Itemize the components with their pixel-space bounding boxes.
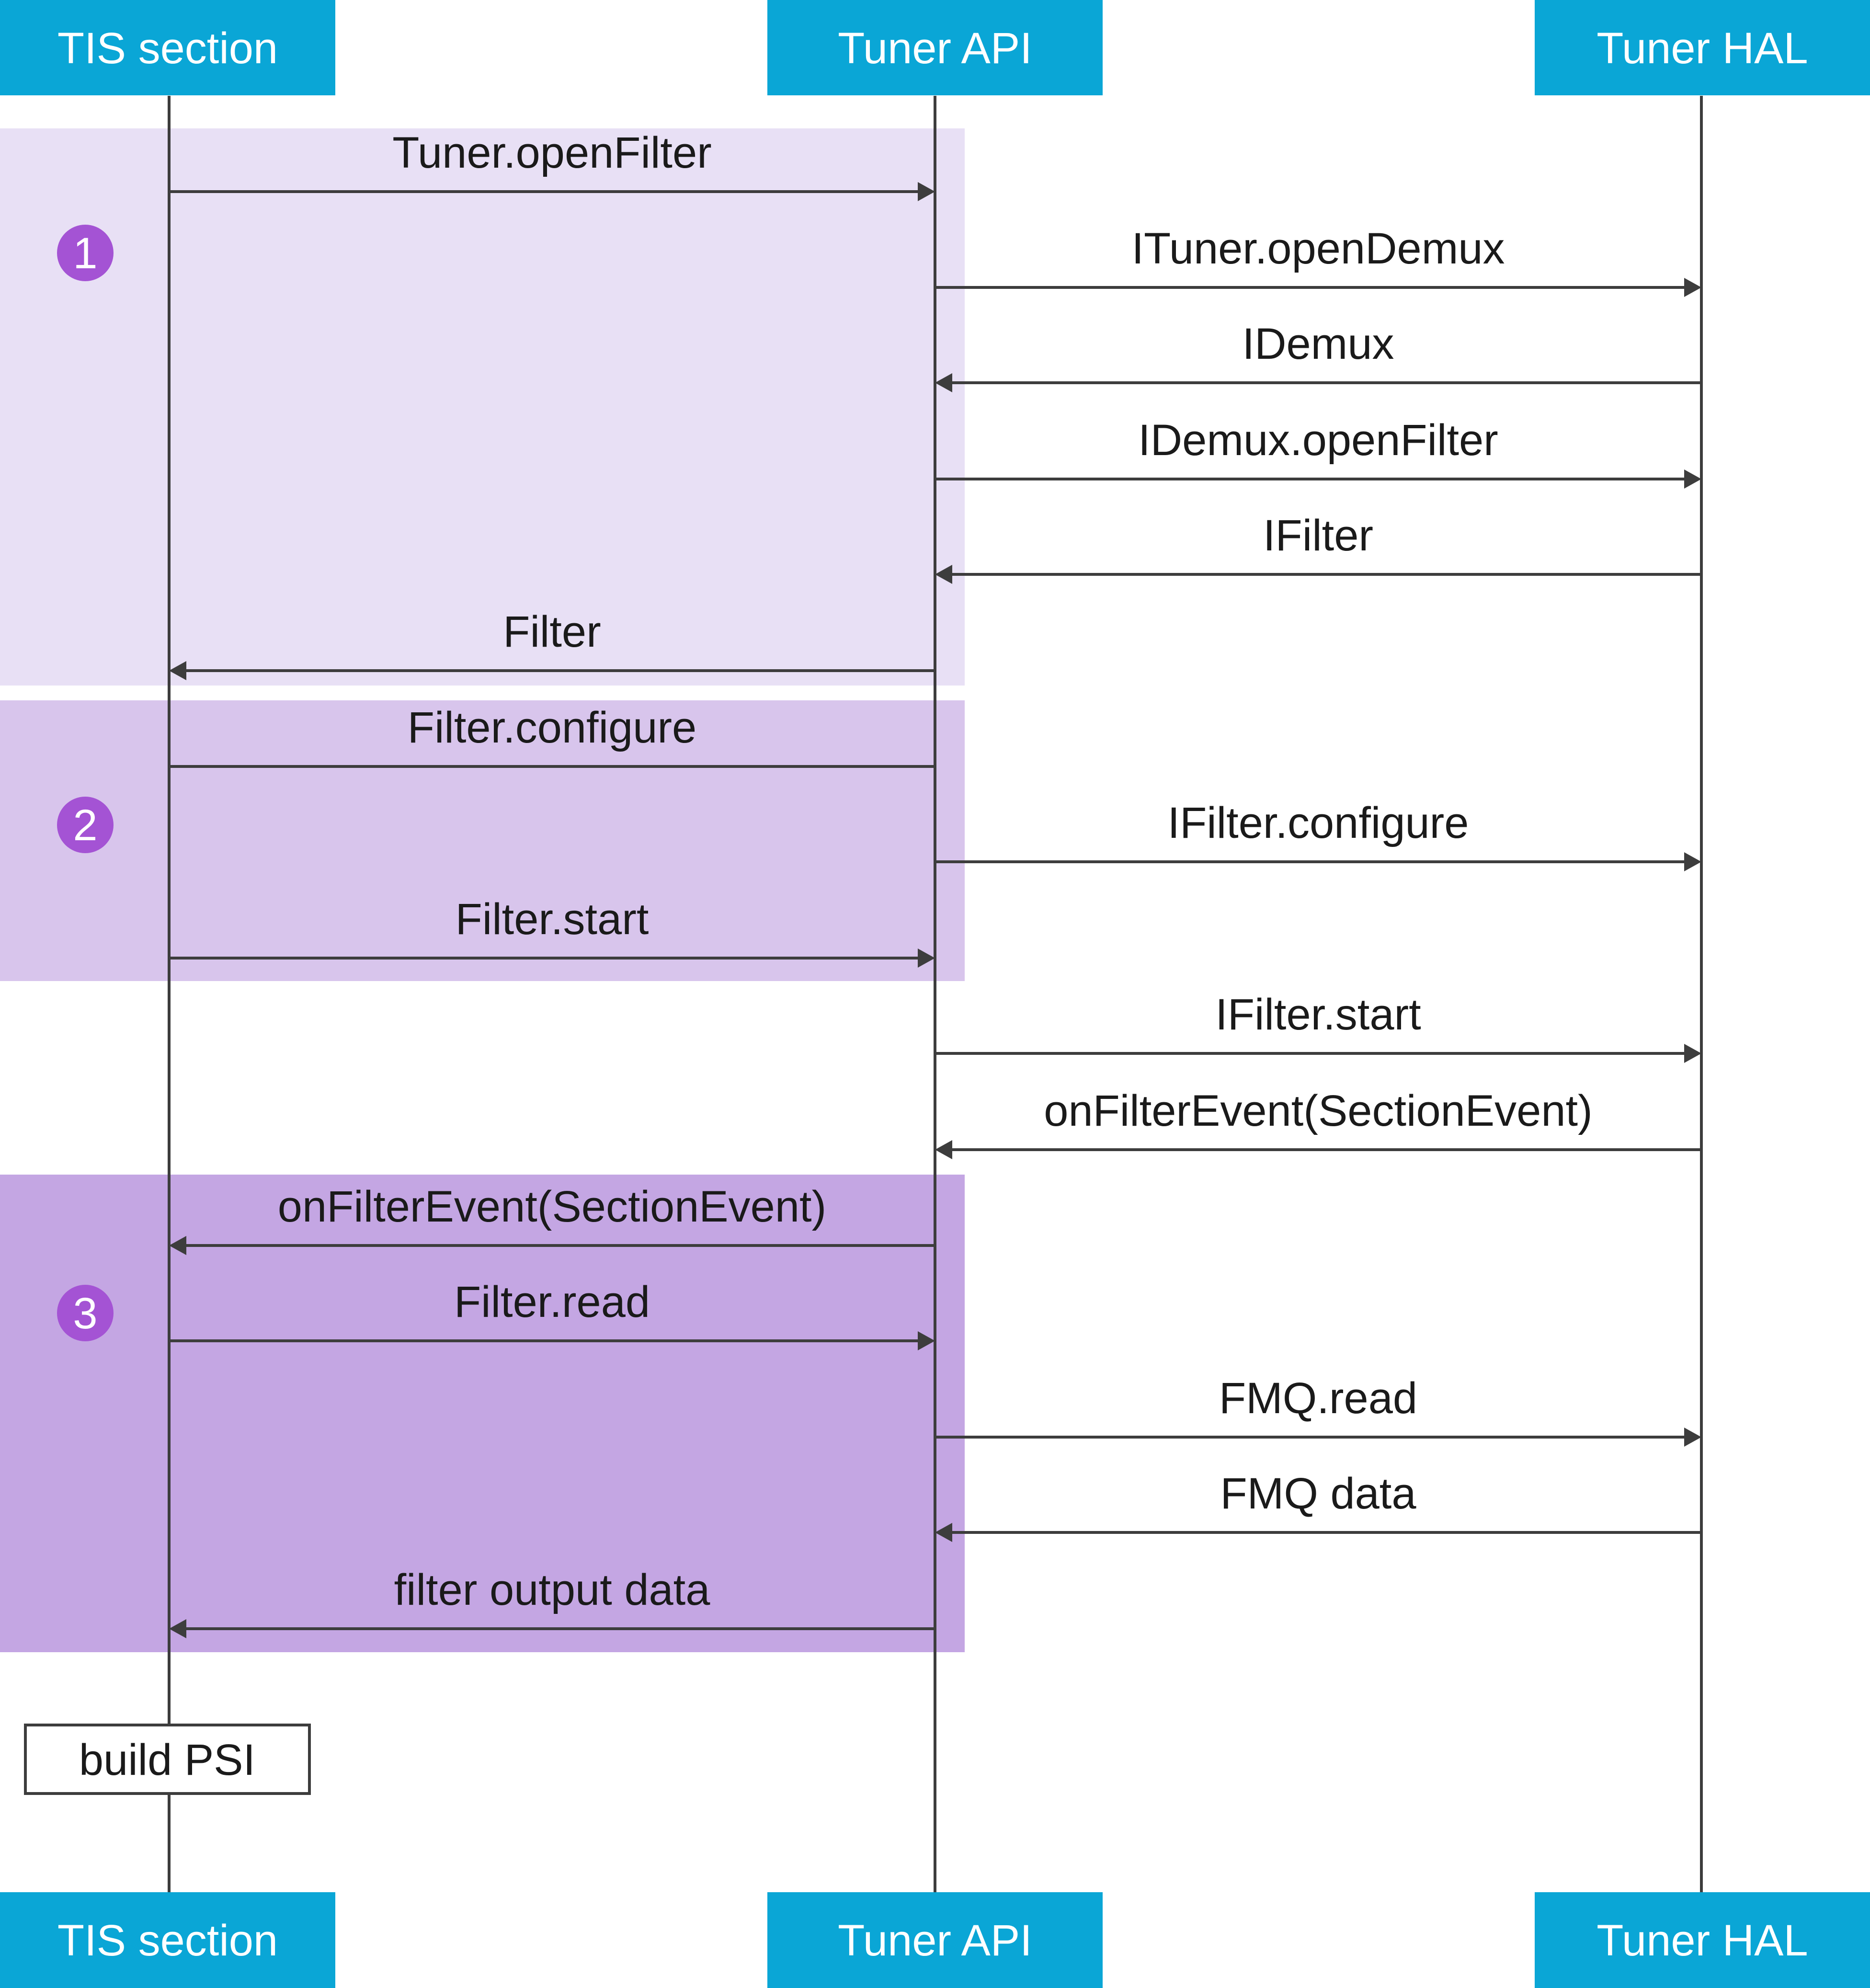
message-6: Filter: [169, 607, 935, 680]
group-background: [0, 1175, 965, 1652]
arrowhead: [1684, 469, 1701, 489]
message-2: ITuner.openDemux: [935, 224, 1701, 297]
message-layer: Tuner.openFilterITuner.openDemuxIDemuxID…: [169, 128, 1701, 1638]
message-label: Filter.configure: [408, 703, 696, 752]
participant-label: Tuner HAL: [1596, 24, 1808, 73]
message-14: FMQ.read: [935, 1374, 1701, 1447]
participant-box: [767, 0, 1103, 95]
message-8: IFilter.configure: [935, 799, 1701, 871]
message-label: filter output data: [394, 1565, 711, 1614]
participant-footer-tis-section: TIS section: [0, 1892, 335, 1988]
message-9: Filter.start: [169, 895, 935, 968]
arrowhead: [935, 1140, 952, 1159]
participant-label: TIS section: [57, 24, 278, 73]
message-label: Filter.read: [454, 1278, 650, 1326]
arrowhead: [935, 373, 952, 392]
message-label: IDemux.openFilter: [1138, 416, 1498, 465]
arrowhead: [169, 1619, 186, 1638]
message-label: onFilterEvent(SectionEvent): [1044, 1086, 1592, 1135]
arrowhead: [918, 182, 935, 201]
participant-box: [1535, 0, 1870, 95]
message-1: Tuner.openFilter: [169, 128, 935, 201]
note-label: build PSI: [79, 1736, 255, 1784]
group-2: 2: [0, 700, 965, 981]
message-7: Filter.configure: [169, 703, 935, 768]
message-15: FMQ data: [935, 1469, 1701, 1542]
message-label: Filter.start: [456, 895, 649, 944]
note-build-psi: build PSI: [24, 1724, 311, 1795]
participant-header-tis-section: TIS section: [0, 0, 335, 95]
message-3: IDemux: [935, 320, 1701, 392]
arrowhead: [169, 661, 186, 680]
participant-label: TIS section: [57, 1916, 278, 1965]
arrowhead: [1684, 852, 1701, 871]
arrowhead: [918, 948, 935, 968]
message-label: ITuner.openDemux: [1131, 224, 1505, 273]
step-badge-circle: [57, 797, 114, 853]
message-label: FMQ.read: [1219, 1374, 1417, 1423]
message-5: IFilter: [935, 511, 1701, 584]
message-12: onFilterEvent(SectionEvent): [169, 1182, 935, 1255]
participant-footer-tuner-api: Tuner API: [767, 1892, 1103, 1988]
message-4: IDemux.openFilter: [935, 416, 1701, 489]
message-label: Filter: [503, 607, 601, 656]
arrowhead: [935, 565, 952, 584]
participant-box: [0, 1892, 335, 1988]
group-background: [0, 700, 965, 981]
message-label: Tuner.openFilter: [392, 128, 712, 177]
message-label: IFilter.configure: [1168, 799, 1469, 847]
arrowhead: [169, 1236, 186, 1255]
message-11: onFilterEvent(SectionEvent): [935, 1086, 1701, 1159]
participant-header-tuner-api: Tuner API: [767, 0, 1103, 95]
participant-header-tuner-hal: Tuner HAL: [1535, 0, 1870, 95]
arrowhead: [1684, 1428, 1701, 1447]
participant-label: Tuner API: [838, 24, 1032, 73]
message-label: IDemux: [1243, 320, 1394, 368]
participant-label: Tuner HAL: [1596, 1916, 1808, 1965]
participant-footer-tuner-hal: Tuner HAL: [1535, 1892, 1870, 1988]
message-16: filter output data: [169, 1565, 935, 1638]
message-10: IFilter.start: [935, 990, 1701, 1063]
participant-box: [1535, 1892, 1870, 1988]
message-label: IFilter.start: [1215, 990, 1421, 1039]
arrowhead: [1684, 278, 1701, 297]
arrowhead: [1684, 1044, 1701, 1063]
group-3: 3: [0, 1175, 965, 1652]
group-layer: 1 2 3: [0, 128, 965, 1652]
arrowhead: [918, 1331, 935, 1350]
participant-box: [0, 0, 335, 95]
participant-box: [767, 1892, 1103, 1988]
step-badge-circle: [57, 225, 114, 281]
step-badge-circle: [57, 1285, 114, 1341]
message-13: Filter.read: [169, 1278, 935, 1350]
group-background: [0, 128, 965, 686]
participant-label: Tuner API: [838, 1916, 1032, 1965]
group-1: 1: [0, 128, 965, 686]
arrowhead: [935, 1523, 952, 1542]
step-badge-number: 2: [73, 801, 97, 850]
message-label: IFilter: [1263, 511, 1373, 560]
message-label: onFilterEvent(SectionEvent): [278, 1182, 826, 1231]
message-label: FMQ data: [1220, 1469, 1416, 1518]
step-badge-number: 1: [73, 229, 97, 278]
step-badge-number: 3: [73, 1289, 97, 1338]
